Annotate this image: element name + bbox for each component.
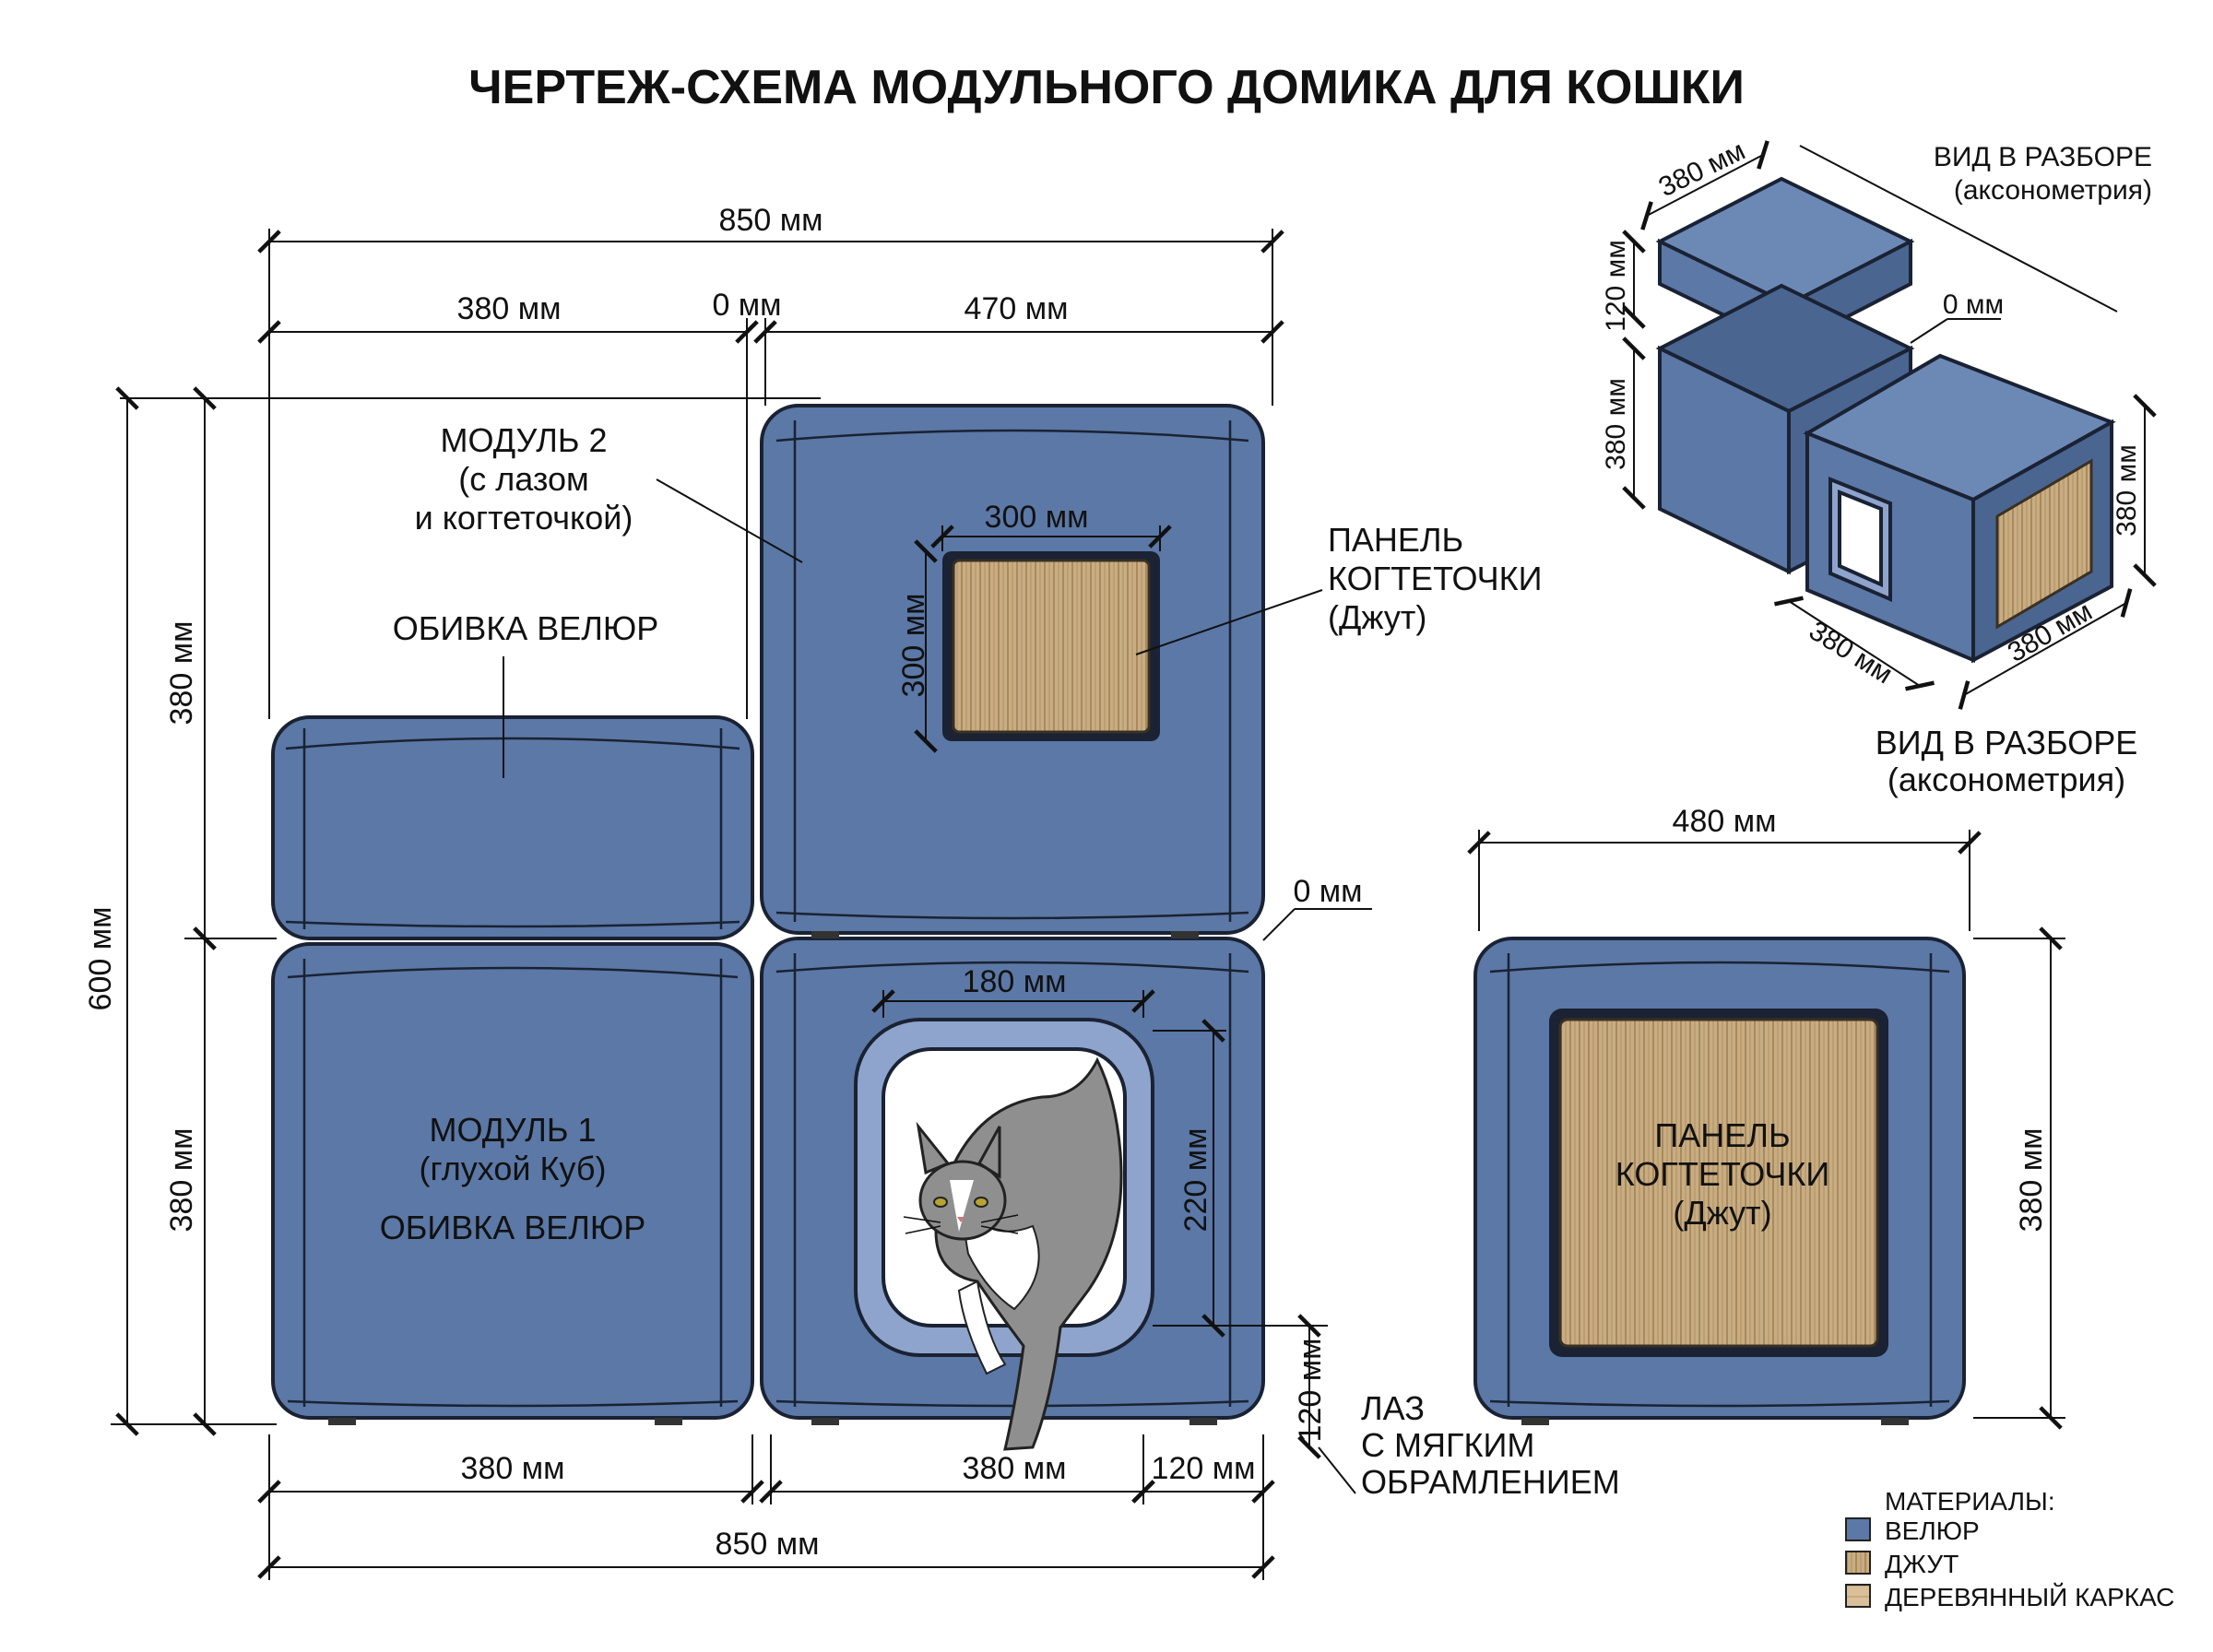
top-dimensions: 850 мм 380 мм 0 мм 470 мм: [120, 203, 1284, 719]
side-panel-label-2: КОГТЕТОЧКИ: [1615, 1155, 1830, 1193]
dim-gap-top: 0 мм: [712, 288, 781, 323]
dim-hole-bottom: 120 мм: [1293, 1339, 1328, 1443]
svg-text:ОБРАМЛЕНИЕМ: ОБРАМЛЕНИЕМ: [1361, 1463, 1620, 1501]
dim-bottom-left: 380 мм: [461, 1451, 565, 1486]
svg-text:(глухой Куб): (глухой Куб): [419, 1150, 606, 1187]
dim-left-top: 380 мм: [457, 291, 562, 326]
dim-hole-w: 180 мм: [963, 964, 1067, 999]
module2-label: МОДУЛЬ 2 (с лазом и когтеточкой): [415, 421, 803, 563]
hole-label: ЛАЗ С МЯГКИМ ОБРАМЛЕНИЕМ: [1318, 1389, 1620, 1501]
cat-illustration: [903, 1056, 1123, 1451]
page-title: ЧЕРТЕЖ-СХЕМА МОДУЛЬНОГО ДОМИКА ДЛЯ КОШКИ: [468, 61, 1745, 114]
svg-text:(Джут): (Джут): [1328, 598, 1426, 636]
svg-text:ПАНЕЛЬ: ПАНЕЛЬ: [1328, 521, 1463, 559]
side-panel-label-3: (Джут): [1673, 1194, 1771, 1232]
legend-swatch-velour: [1845, 1517, 1871, 1541]
side-scratch-panel: [1558, 1018, 1879, 1348]
dim-hole-h: 220 мм: [1178, 1128, 1213, 1233]
top-cushion: [271, 715, 754, 940]
dim-height-lower: 380 мм: [164, 1128, 199, 1233]
scratch-dimensions: 300 мм 300 мм: [896, 500, 1172, 753]
legend-title: МАТЕРИАЛЫ:: [1885, 1487, 2055, 1516]
svg-text:ЛАЗ: ЛАЗ: [1361, 1389, 1425, 1427]
exploded-label-top-1: ВИД В РАЗБОРЕ: [1934, 142, 2152, 172]
bottom-dimensions: 380 мм 380 мм 120 мм 850 мм: [257, 1434, 1275, 1580]
module-with-hole: [760, 937, 1265, 1451]
legend-swatch-jute: [1845, 1551, 1871, 1575]
dim-scratch-w: 300 мм: [985, 500, 1089, 535]
materials-legend: МАТЕРИАЛЫ: ВЕЛЮР ДЖУТ ДЕРЕВЯННЫЙ КАРКАС: [1845, 1487, 2174, 1611]
svg-text:С МЯГКИМ: С МЯГКИМ: [1361, 1426, 1534, 1464]
side-dim-width: 480 мм: [1673, 804, 1777, 839]
dim-bottom-mid: 380 мм: [963, 1451, 1067, 1486]
svg-text:МОДУЛЬ 1: МОДУЛЬ 1: [430, 1111, 597, 1149]
side-dim-height: 380 мм: [2014, 1128, 2049, 1233]
legend-item-wood: ДЕРЕВЯННЫЙ КАРКАС: [1885, 1583, 2174, 1611]
upholstery-label-top: ОБИВКА ВЕЛЮР: [393, 609, 659, 647]
upholstery-label-bottom: ОБИВКА ВЕЛЮР: [380, 1209, 646, 1246]
dim-total-bottom: 850 мм: [716, 1527, 820, 1562]
dim-gap-exploded: 0 мм: [1943, 289, 2004, 320]
legend-item-jute: ДЖУТ: [1885, 1550, 1959, 1578]
dim-top-width: 380 мм: [1654, 136, 1750, 203]
dim-height-upper: 380 мм: [164, 621, 199, 726]
dim-height-total: 600 мм: [83, 907, 118, 1011]
dim-total-top: 850 мм: [719, 203, 823, 238]
dim-bottom-right: 120 мм: [1152, 1451, 1256, 1486]
dim-cube-height-right: 380 мм: [2112, 444, 2142, 537]
dim-gap-right: 0 мм: [1293, 874, 1362, 909]
dim-scratch-h: 300 мм: [896, 594, 931, 698]
module1-label: МОДУЛЬ 1 (глухой Куб) ОБИВКА ВЕЛЮР: [380, 1111, 646, 1246]
hole-dimensions: 180 мм 220 мм 120 мм: [871, 964, 1328, 1459]
svg-text:МОДУЛЬ 2: МОДУЛЬ 2: [441, 421, 608, 459]
front-view: 850 мм 380 мм 0 мм 470 мм 600 мм 380 мм …: [83, 203, 1620, 1580]
scratch-panel-label: ПАНЕЛЬ КОГТЕТОЧКИ (Джут): [1135, 521, 1543, 655]
legend-item-velour: ВЕЛЮР: [1885, 1516, 1980, 1545]
exploded-label-bottom-2: (аксонометрия): [1888, 761, 2125, 798]
svg-text:(с лазом: (с лазом: [458, 460, 589, 498]
exploded-label-bottom-1: ВИД В РАЗБОРЕ: [1876, 724, 2137, 761]
exploded-view: ВИД В РАЗБОРЕ (аксонометрия) 380 мм: [1601, 136, 2157, 798]
module-1: [271, 942, 754, 1420]
feet: [328, 931, 1217, 1425]
dim-base-left: 380 мм: [1804, 616, 1898, 690]
exploded-label-top-2: (аксонометрия): [1954, 175, 2152, 206]
svg-text:и когтеточкой): и когтеточкой): [415, 499, 633, 537]
scratch-panel-module2: [952, 559, 1151, 734]
side-panel-label-1: ПАНЕЛЬ: [1654, 1116, 1790, 1154]
side-view: 480 мм ПАНЕЛЬ КОГТЕТОЧКИ (Джут) 380 мм: [1467, 804, 2065, 1430]
svg-text:КОГТЕТОЧКИ: КОГТЕТОЧКИ: [1328, 560, 1543, 597]
module-2: [760, 404, 1265, 935]
legend-swatch-wood: [1845, 1584, 1871, 1608]
dim-right-top: 470 мм: [964, 291, 1069, 326]
dim-cube-height-left: 380 мм: [1601, 378, 1631, 470]
left-dimensions: 600 мм 380 мм 380 мм: [83, 386, 277, 1436]
dim-lid-height: 120 мм: [1601, 240, 1631, 332]
